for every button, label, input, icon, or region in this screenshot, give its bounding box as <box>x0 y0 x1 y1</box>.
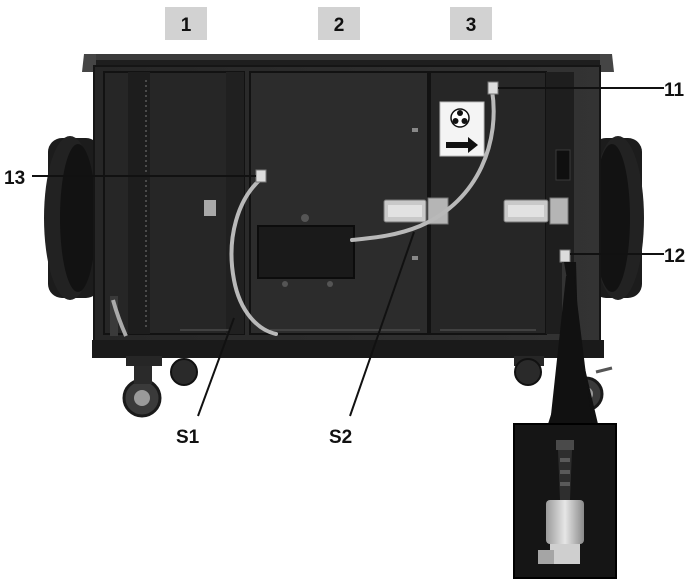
housing-top-rim <box>82 54 614 72</box>
inset-detail-image <box>513 423 617 579</box>
leader-lines <box>32 87 664 417</box>
connector-11 <box>487 81 499 95</box>
section-label-2: 2 <box>318 7 360 40</box>
svg-text:1: 1 <box>181 15 192 36</box>
right-duct-connector <box>592 136 644 300</box>
callout-12: 12 <box>664 246 685 267</box>
latch-right <box>503 197 569 225</box>
left-duct-connector <box>44 136 100 300</box>
section-label-3: 3 <box>450 7 492 40</box>
callout-13: 13 <box>4 168 25 189</box>
latch-center <box>383 197 449 225</box>
callout-11: 11 <box>664 80 685 101</box>
hose-s2 <box>350 88 496 242</box>
svg-text:2: 2 <box>334 15 345 36</box>
connector-13 <box>255 169 267 183</box>
section-label-1: 1 <box>165 7 207 40</box>
svg-text:3: 3 <box>466 15 477 36</box>
connector-12 <box>559 249 571 263</box>
callout-s2: S2 <box>329 427 352 448</box>
caster-left <box>122 356 198 418</box>
hose-s1 <box>229 176 278 336</box>
callout-s1: S1 <box>176 427 200 448</box>
panel-1 <box>103 71 270 337</box>
